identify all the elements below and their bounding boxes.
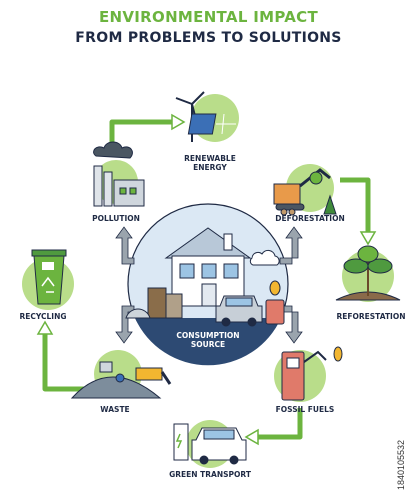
pollution-label: POLLUTION [92,214,140,223]
car-icon [215,295,263,327]
garbage-pile-icon [70,350,172,399]
center-arrows [115,226,303,344]
gas-can-icon [265,280,285,325]
title-line-1: ENVIRONMENTAL IMPACT [98,8,318,26]
waste-label: WASTE [100,405,130,414]
electric-car-icon [173,420,247,468]
fossil-fuels-label: FOSSIL FUELS [275,405,335,414]
renewable-energy-label-line-1: RENEWABLE [184,154,236,163]
cycle-arrowheads [36,113,377,446]
green-transport-label: GREEN TRANSPORT [169,470,251,479]
reforestation-label: REFORESTATION [336,312,406,321]
deforestation-label: DEFORESTATION [275,214,345,223]
fuel-pump-icon [274,346,343,402]
trash-bins-icon [125,287,183,319]
factory-icon [93,141,145,207]
recycling-label: RECYCLING [19,312,67,321]
consumption-source-label-line-2: SOURCE [190,340,226,349]
renewable-energy-icon [175,91,239,142]
title-line-2: FROM PROBLEMS TO SOLUTIONS [75,30,342,46]
stock-image-id: 1840105532 [396,439,406,490]
renewable-energy-label-line-2: ENERGY [193,163,227,172]
recycling-bin-icon [22,249,74,310]
excavator-icon [273,164,337,216]
consumption-source-label: CONSUMPTION SOURCE [160,331,256,349]
tree-icon [335,245,401,302]
consumption-source-label-line-1: CONSUMPTION [176,331,240,340]
cloud-icon [249,249,280,266]
renewable-energy-label: RENEWABLE ENERGY [170,154,250,172]
